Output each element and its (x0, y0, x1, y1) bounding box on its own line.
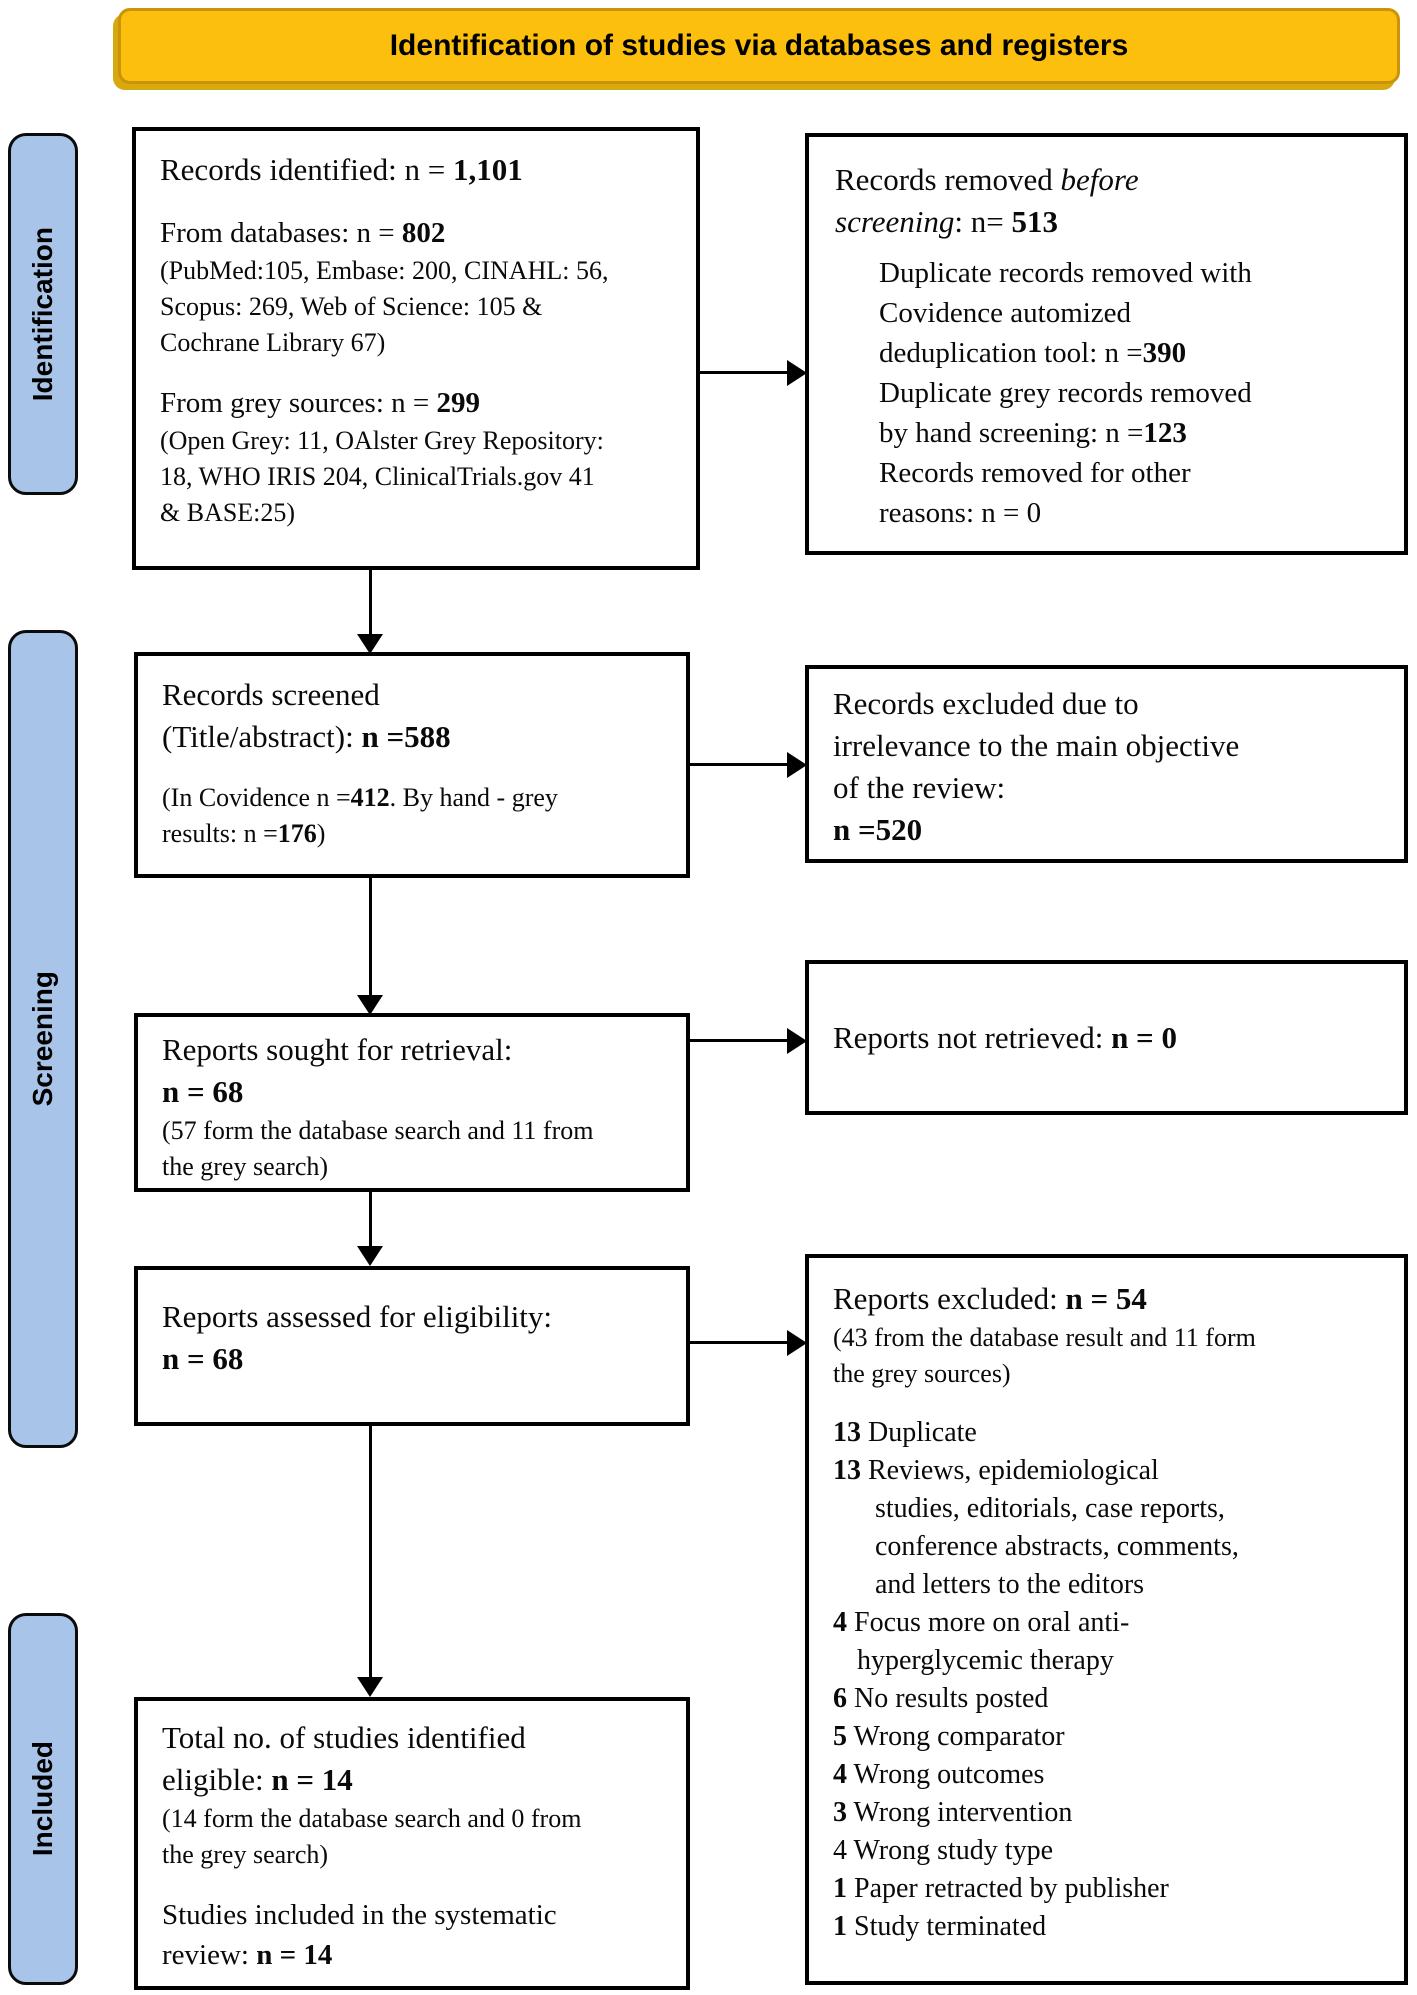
box-content: Reports not retrieved: n = 0 (833, 1017, 1177, 1059)
text-line: the grey search) (162, 1152, 329, 1181)
phase-tab-label: Identification (27, 226, 58, 402)
text-line: Reports not retrieved: n = 0 (833, 1019, 1177, 1055)
arrowhead-right-icon (787, 360, 807, 386)
text-line: 4 Wrong study type (833, 1835, 1054, 1866)
arrow-identified-to-removed (700, 371, 790, 374)
text-line: Reports sought for retrieval: (162, 1032, 513, 1067)
text-line: n = 68 (162, 1341, 244, 1376)
text-line: (PubMed:105, Embase: 200, CINAHL: 56, (160, 256, 609, 285)
box-reports-not-retrieved: Reports not retrieved: n = 0 (805, 960, 1408, 1115)
text-line: screening: n= 513 (835, 204, 1058, 239)
text-line: n = 68 (162, 1074, 244, 1109)
arrowhead-right-icon (787, 1028, 807, 1054)
text-line: n =520 (833, 812, 923, 847)
phase-tab-screening: Screening (8, 630, 78, 1448)
arrowhead-right-icon (787, 752, 807, 778)
text-line: Records removed for other (879, 457, 1191, 489)
text-line: review: n = 14 (162, 1939, 333, 1971)
phase-tab-included: Included (8, 1613, 78, 1985)
box-reports-sought-for-retrieval: Reports sought for retrieval: n = 68 (57 f… (134, 1013, 690, 1192)
text-line: 4 Focus more on oral anti- (833, 1607, 1130, 1638)
text-line: Covidence automized (879, 297, 1132, 329)
text-line: irrelevance to the main objective (833, 728, 1240, 763)
banner-title: Identification of studies via databases … (389, 29, 1129, 62)
text-line: Studies included in the systematic (162, 1899, 557, 1931)
arrowhead-down-icon (357, 1246, 383, 1266)
text-line: by hand screening: n =123 (879, 417, 1187, 449)
arrow-identified-to-screened (369, 570, 372, 636)
text-line: 5 Wrong comparator (833, 1721, 1065, 1752)
text-line (833, 1392, 1380, 1414)
text-line (162, 1873, 662, 1895)
text-line: (14 form the database search and 0 from (162, 1804, 582, 1833)
text-line: From grey sources: n = 299 (160, 387, 481, 419)
phase-tab-label: Screening (27, 971, 58, 1107)
text-line: (57 form the database search and 11 from (162, 1116, 594, 1145)
text-line: the grey search) (162, 1840, 329, 1869)
text-line: studies, editorials, case reports, (875, 1493, 1225, 1524)
text-line: From databases: n = 802 (160, 217, 446, 249)
text-line: 18, WHO IRIS 204, ClinicalTrials.gov 41 (160, 462, 595, 491)
text-line: results: n =176) (162, 819, 326, 848)
text-line: Reports assessed for eligibility: (162, 1299, 553, 1334)
text-line: and letters to the editors (875, 1569, 1145, 1600)
text-line: conference abstracts, comments, (875, 1531, 1239, 1562)
text-line: eligible: n = 14 (162, 1762, 353, 1797)
text-line (160, 191, 672, 213)
box-reports-excluded: Reports excluded: n = 54 (43 from the dat… (805, 1254, 1408, 1985)
text-line: (43 from the database result and 11 form (833, 1323, 1256, 1352)
box-studies-included: Total no. of studies identified eligible:… (134, 1697, 690, 1990)
arrowhead-down-icon (357, 995, 383, 1015)
arrowhead-down-icon (357, 634, 383, 654)
text-line: Records screened (162, 677, 380, 712)
text-line: the grey sources) (833, 1359, 1011, 1388)
arrow-screened-to-sought (369, 878, 372, 997)
text-line: hyperglycemic therapy (857, 1645, 1114, 1676)
text-line: 6 No results posted (833, 1683, 1049, 1714)
text-line: & BASE:25) (160, 498, 296, 527)
arrow-assessed-to-excluded (690, 1341, 789, 1344)
arrowhead-right-icon (787, 1330, 807, 1356)
text-line: 3 Wrong intervention (833, 1797, 1073, 1828)
text-line: 4 Wrong outcomes (833, 1759, 1045, 1790)
text-line: Duplicate grey records removed (879, 377, 1252, 409)
box-reports-assessed-eligibility: Reports assessed for eligibility: n = 68 (134, 1266, 690, 1426)
text-line: (Open Grey: 11, OAlster Grey Repository: (160, 426, 604, 455)
text-line: (Title/abstract): n =588 (162, 719, 451, 754)
phase-tab-identification: Identification (8, 133, 78, 495)
text-line: Cochrane Library 67) (160, 328, 386, 357)
text-line: Reports excluded: n = 54 (833, 1281, 1147, 1316)
phase-banner: Identification of studies via databases … (118, 8, 1400, 84)
text-line: deduplication tool: n =390 (879, 337, 1187, 369)
arrow-assessed-to-included (369, 1426, 372, 1679)
phase-tab-label: Included (27, 1741, 58, 1857)
arrowhead-down-icon (357, 1677, 383, 1697)
text-line: 13 Reviews, epidemiological (833, 1455, 1159, 1486)
text-line (162, 758, 662, 780)
text-line: (In Covidence n =412. By hand - grey (162, 783, 558, 812)
text-line (160, 361, 672, 383)
text-line: 13 Duplicate (833, 1417, 977, 1448)
text-line: Records identified: n = 1,101 (160, 152, 523, 187)
text-line: Total no. of studies identified (162, 1720, 526, 1755)
box-records-screened: Records screened (Title/abstract): n =588… (134, 652, 690, 878)
text-line: Duplicate records removed with (879, 257, 1252, 289)
text-line: 1 Paper retracted by publisher (833, 1873, 1169, 1904)
text-line: Records removed before (835, 162, 1139, 197)
text-line: reasons: n = 0 (879, 497, 1042, 529)
text-line (835, 243, 1378, 253)
arrow-screened-to-excluded (690, 763, 789, 766)
arrow-sought-to-assessed (369, 1192, 372, 1248)
text-line: 1 Study terminated (833, 1911, 1047, 1942)
text-line: Scopus: 269, Web of Science: 105 & (160, 292, 543, 321)
box-records-excluded-irrelevance: Records excluded due to irrelevance to th… (805, 665, 1408, 863)
text-line: Records excluded due to (833, 686, 1139, 721)
arrow-sought-to-not-retrieved (690, 1039, 789, 1042)
text-line: of the review: (833, 770, 1006, 805)
